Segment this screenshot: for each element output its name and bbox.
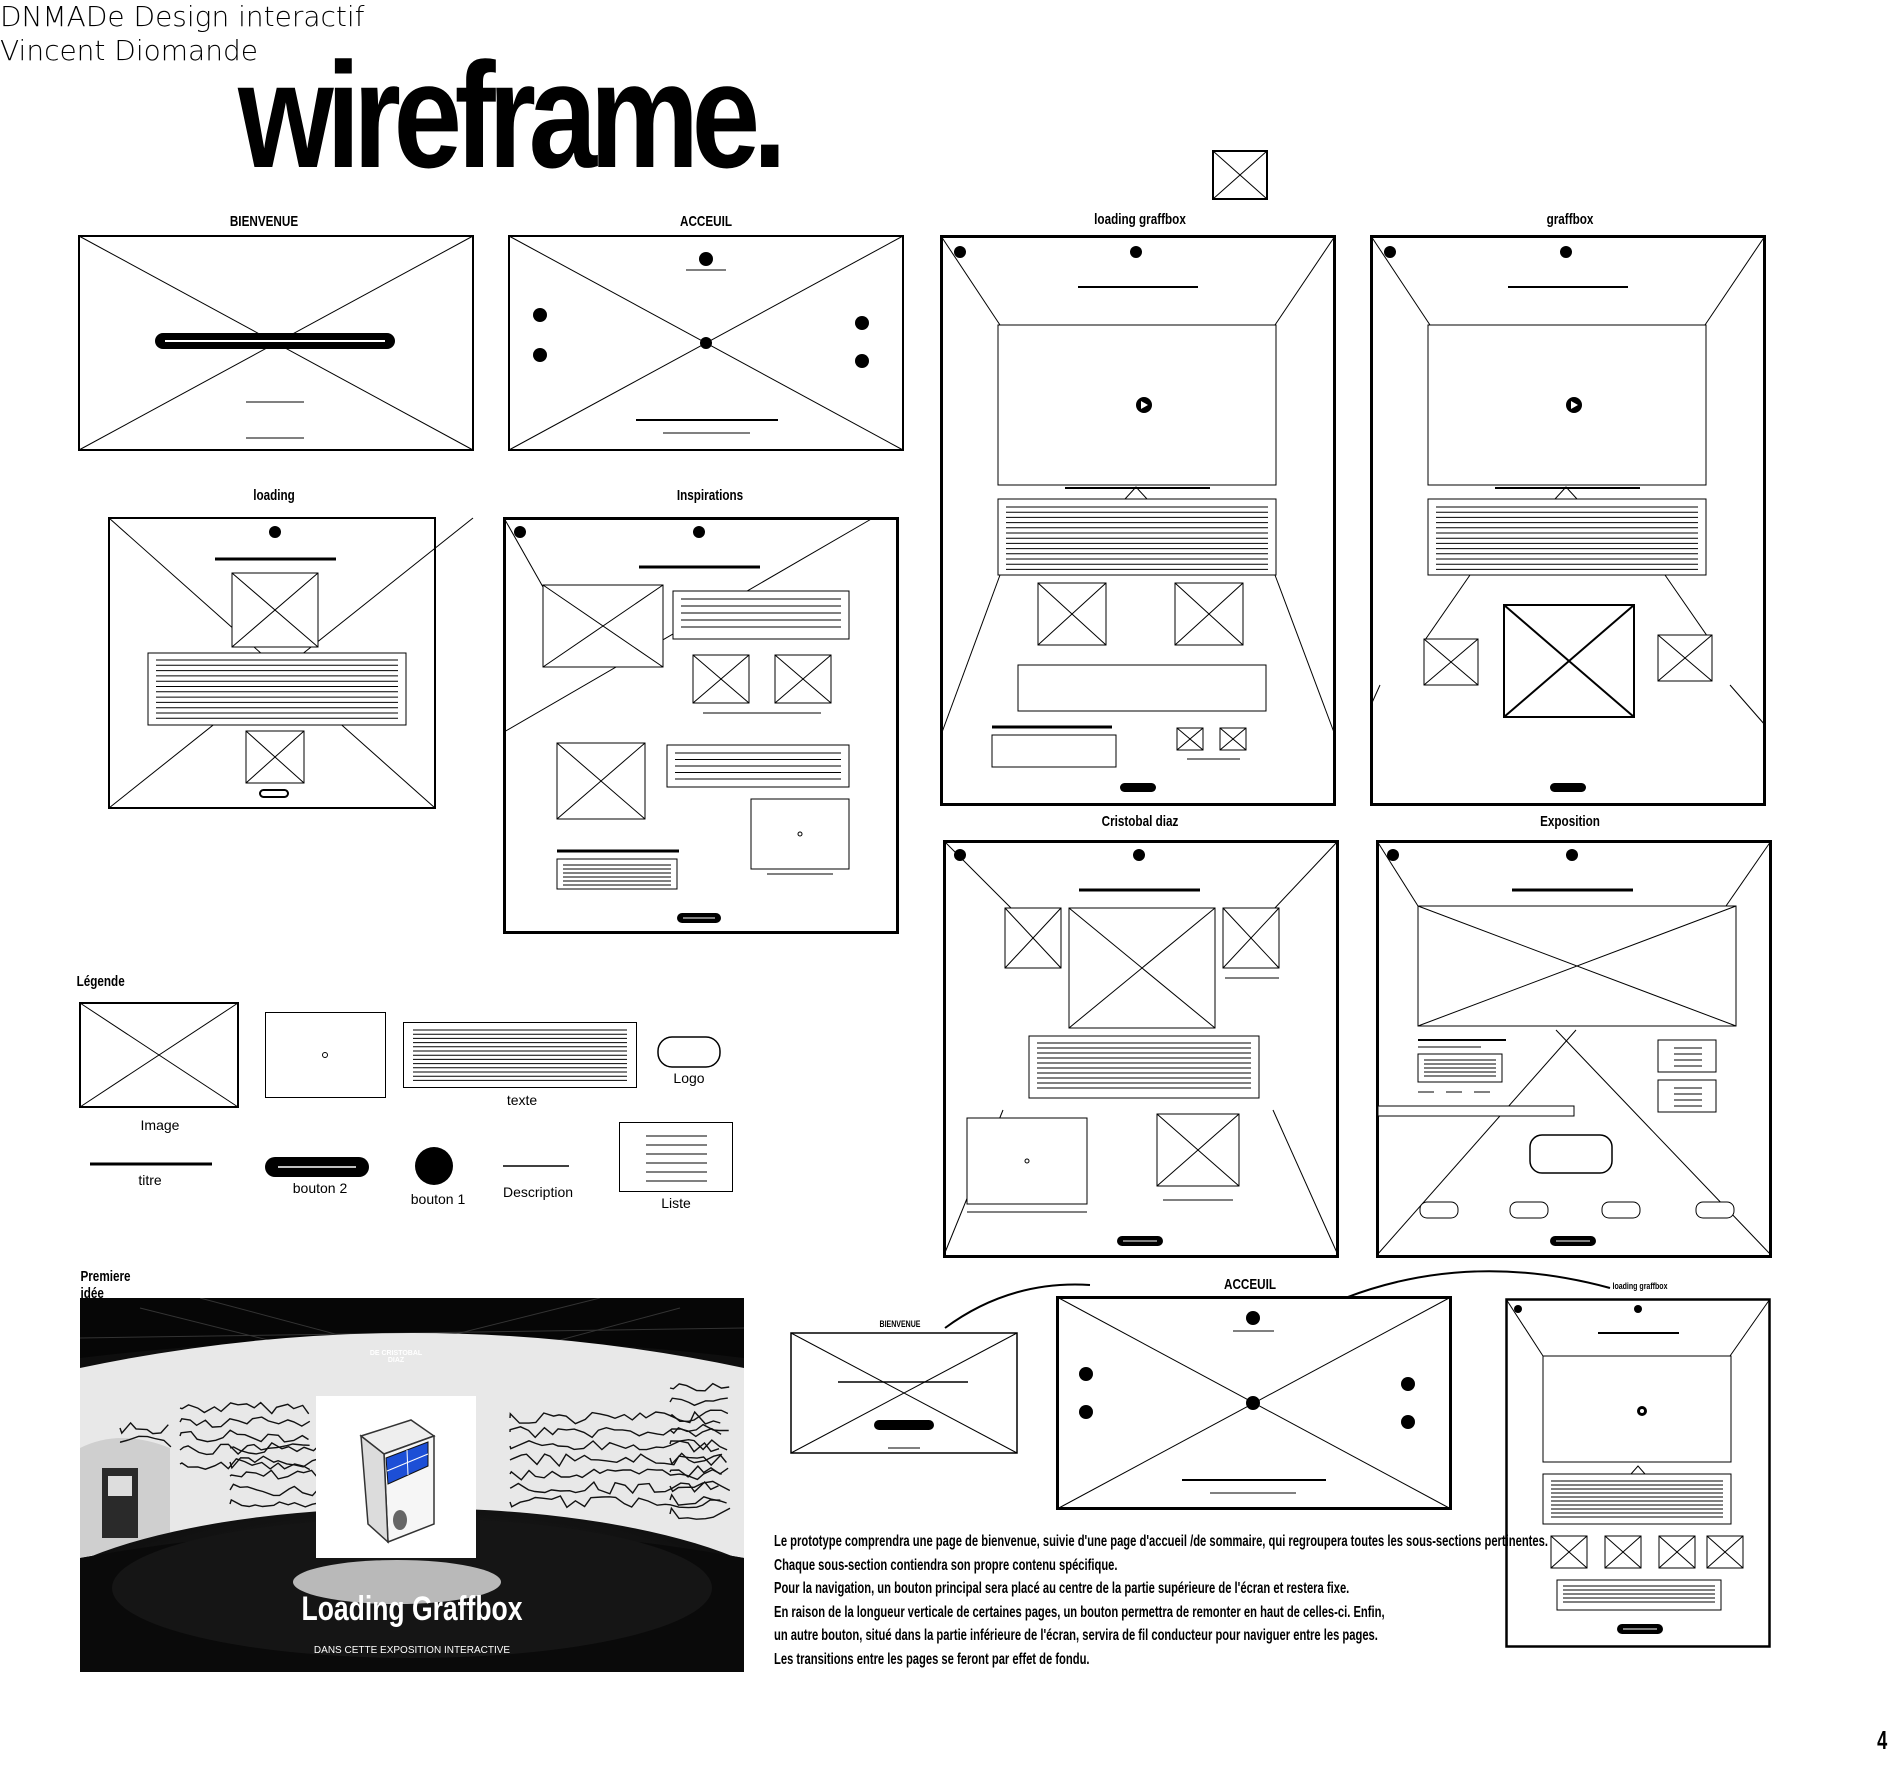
description-line: En raison de la longueur verticale de ce… bbox=[774, 1603, 1385, 1621]
legend-description-icon bbox=[503, 1164, 569, 1168]
frame-title-loading-graffbox: loading graffbox bbox=[1094, 211, 1186, 228]
course-label: DNMADe Design interactif bbox=[0, 0, 365, 33]
graffiti-stroke bbox=[230, 1484, 319, 1495]
mini-wireframe-acceuil bbox=[1056, 1296, 1452, 1510]
image-placeholder-cross bbox=[1659, 1536, 1695, 1568]
graffiti-stroke bbox=[670, 1508, 730, 1519]
graffiti-stroke bbox=[230, 1470, 319, 1479]
prototype-description: Le prototype comprendra une page de bien… bbox=[774, 1530, 1548, 1671]
frame-title-bienvenue: BIENVENUE bbox=[229, 213, 299, 230]
graffiti-stroke bbox=[120, 1423, 168, 1434]
graffbox-kiosk-image bbox=[316, 1396, 476, 1558]
graffiti-stroke bbox=[510, 1496, 720, 1508]
graffiti-stroke bbox=[510, 1469, 722, 1480]
graffiti-stroke bbox=[230, 1443, 318, 1454]
mini-frame-title-loading-graffbox: loading graffbox bbox=[1612, 1281, 1668, 1291]
mini-wireframe-loading-graffbox bbox=[1505, 1298, 1771, 1648]
description-line: Chaque sous-section contiendra son propr… bbox=[774, 1556, 1118, 1574]
legend-heading: Légende bbox=[76, 973, 125, 990]
image-placeholder-cross bbox=[1707, 1536, 1743, 1568]
wireframe-graffbox bbox=[1370, 235, 1766, 806]
image-placeholder-cross bbox=[1551, 1536, 1587, 1568]
graffiti-stroke bbox=[670, 1425, 729, 1434]
graffiti-stroke bbox=[670, 1384, 729, 1391]
graffiti-stroke bbox=[510, 1454, 722, 1466]
frame-title-exposition: Exposition bbox=[1540, 813, 1600, 830]
graffiti-stroke bbox=[510, 1441, 719, 1452]
graffiti-stroke bbox=[670, 1440, 727, 1450]
graffiti-stroke bbox=[180, 1403, 309, 1414]
frame-title-acceuil: ACCEUIL bbox=[679, 213, 732, 230]
page-title: wireframe. bbox=[238, 31, 787, 199]
exhibition-photo: DE CRISTOBAL DIAZ Loading Graffbox DANS … bbox=[80, 1298, 744, 1672]
description-line: Le prototype comprendra une page de bien… bbox=[774, 1533, 1548, 1550]
graffiti-stroke bbox=[670, 1398, 728, 1405]
legend-video-icon bbox=[265, 1012, 386, 1098]
wireframe-exposition bbox=[1376, 840, 1772, 1258]
first-idea-heading: Premiere idée bbox=[80, 1268, 131, 1302]
description-line: Pour la navigation, un bouton principal … bbox=[774, 1580, 1350, 1597]
page-number: 4 bbox=[1876, 1725, 1887, 1755]
graffiti-stroke bbox=[120, 1436, 171, 1447]
legend-button1-label: bouton 1 bbox=[410, 1191, 466, 1207]
graffiti-stroke bbox=[180, 1430, 309, 1442]
graffbox-title: Loading Graffbox bbox=[301, 1590, 523, 1628]
legend-image-label: Image bbox=[140, 1117, 180, 1133]
legend-logo-icon bbox=[657, 1036, 721, 1068]
frame-title-graffbox: graffbox bbox=[1546, 211, 1594, 228]
legend-button1-icon bbox=[415, 1147, 453, 1185]
image-placeholder-cross bbox=[1605, 1536, 1641, 1568]
image-placeholder-icon bbox=[1212, 150, 1268, 200]
graffiti-stroke bbox=[230, 1500, 320, 1507]
legend-text-label: texte bbox=[506, 1092, 538, 1108]
graffiti-stroke bbox=[180, 1459, 310, 1470]
mini-frame-title-acceuil: ACCEUIL bbox=[1223, 1276, 1276, 1293]
wireframe-inspirations bbox=[503, 517, 899, 934]
graffiti-stroke bbox=[510, 1482, 719, 1494]
mini-frame-title-bienvenue: BIENVENUE bbox=[879, 1319, 921, 1329]
legend-title-label: titre bbox=[138, 1172, 162, 1188]
legend-list-icon bbox=[619, 1122, 733, 1192]
wireframe-bienvenue bbox=[78, 235, 474, 451]
graffbox-shadow bbox=[293, 1560, 501, 1604]
legend-title-icon bbox=[90, 1162, 212, 1166]
graffiti-stroke bbox=[180, 1417, 310, 1427]
graffiti-stroke bbox=[670, 1495, 727, 1505]
legend-description-label: Description bbox=[502, 1184, 574, 1200]
graffiti-stroke bbox=[180, 1444, 310, 1454]
wireframe-cristobal-diaz bbox=[943, 840, 1339, 1258]
description-line: Les transitions entre les pages se feron… bbox=[774, 1650, 1090, 1668]
mini-wireframe-bienvenue bbox=[790, 1332, 1018, 1454]
graffiti-stroke bbox=[230, 1456, 321, 1468]
legend-image-icon bbox=[79, 1002, 239, 1108]
wireframe-loading-graffbox bbox=[940, 235, 1336, 806]
graffiti-stroke bbox=[670, 1453, 726, 1463]
graffiti-stroke bbox=[670, 1410, 728, 1421]
legend-logo-label: Logo bbox=[673, 1070, 705, 1086]
frame-title-cristobal: Cristobal diaz bbox=[1101, 813, 1179, 830]
graffbox-subtitle: DANS CETTE EXPOSITION INTERACTIVE bbox=[313, 1645, 511, 1656]
wireframe-acceuil bbox=[508, 235, 904, 451]
description-line: un autre bouton, situé dans la partie in… bbox=[774, 1627, 1378, 1644]
legend-button2-icon bbox=[265, 1157, 369, 1177]
legend-button2-label: bouton 2 bbox=[292, 1180, 348, 1196]
wireframe-loading bbox=[108, 517, 474, 809]
legend-text-icon bbox=[403, 1022, 637, 1088]
frame-title-inspirations: Inspirations bbox=[676, 487, 744, 504]
graffiti-stroke bbox=[670, 1466, 728, 1477]
artist-signature: DE CRISTOBAL DIAZ bbox=[369, 1350, 423, 1364]
legend-list-label: Liste bbox=[661, 1195, 691, 1211]
graffiti-stroke bbox=[670, 1481, 730, 1491]
frame-title-loading: loading bbox=[253, 487, 295, 504]
author-name: Vincent Diomande bbox=[0, 34, 258, 67]
